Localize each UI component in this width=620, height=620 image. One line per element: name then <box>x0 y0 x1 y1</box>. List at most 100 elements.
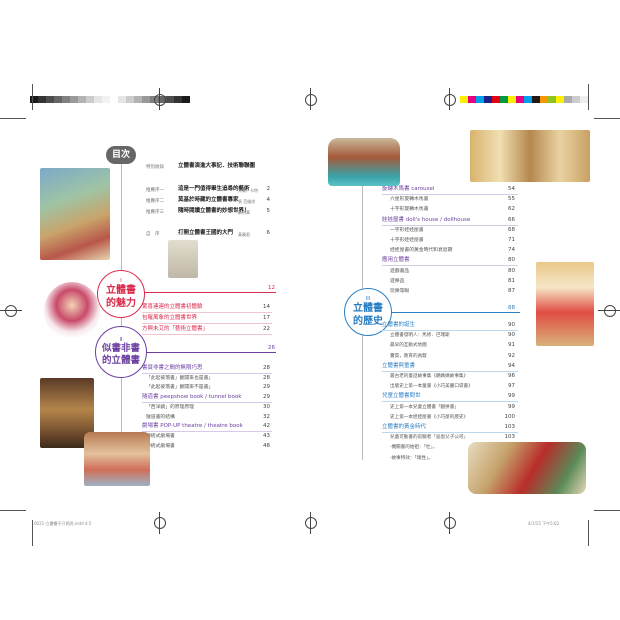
section-2-rule <box>126 352 276 353</box>
toc-entry: ‧故事特效：「塊性」。 <box>390 455 433 461</box>
toc-rule <box>142 334 272 335</box>
crop-mark <box>32 84 33 110</box>
crop-mark <box>594 118 620 119</box>
registration-mark-icon <box>154 94 166 106</box>
essay-kind: 推薦序三 <box>146 210 164 215</box>
toc-page: 22 <box>263 326 270 332</box>
toc-page: 96 <box>508 373 515 379</box>
toc-page: 42 <box>263 423 270 430</box>
toc-rule <box>142 373 272 374</box>
crosshair-icon <box>0 310 22 311</box>
crop-mark <box>594 510 620 511</box>
toc-rule <box>382 194 518 195</box>
toc-entry: 劇場書 POP-UP theatre / theatre book <box>142 423 243 430</box>
crosshair-icon <box>449 88 450 110</box>
toc-page: 100 <box>504 413 516 420</box>
toc-entry: 立體書與童書 <box>382 362 416 369</box>
toc-page: 94 <box>508 362 515 369</box>
crop-mark <box>0 118 26 119</box>
toc-page: 54 <box>508 186 515 192</box>
toc-entry: 「西洋鏡」的原理原理 <box>146 404 194 410</box>
toc-page: 87 <box>508 288 515 294</box>
toc-page: 28 <box>263 374 270 381</box>
section-1-num: I <box>120 278 122 284</box>
section-3-page: 88 <box>508 305 515 311</box>
toc-entry: 包羅萬象的立體書世界 <box>142 315 198 321</box>
essay-kind: 推薦序一 <box>146 188 164 193</box>
toc-entry: 傳統式劇場書 <box>146 443 175 449</box>
section-1-circle: I 立體書 的魅力 <box>97 270 145 318</box>
essay-page: 2 <box>266 186 271 192</box>
crosshair-icon <box>159 88 160 110</box>
toc-rule <box>382 432 518 433</box>
toc-entry: 立體書的黃金時代 <box>382 424 427 430</box>
toc-entry: 方興未艾的「藝術立體書」 <box>142 326 209 332</box>
crop-mark <box>0 510 26 511</box>
toc-page: 28 <box>263 365 270 371</box>
toc-page: 32 <box>263 413 270 420</box>
toc-page: 17 <box>263 315 270 321</box>
registration-mark-icon <box>154 517 166 529</box>
toc-page: 103 <box>504 434 516 441</box>
toc-entry: 遊樂品 <box>390 278 405 284</box>
popup-book-illustration-dancer <box>44 282 100 340</box>
section-3-title-line2: 的歷史 <box>353 316 383 327</box>
registration-mark-icon <box>444 517 456 529</box>
toc-entry: 隧道書的結構 <box>146 414 175 420</box>
toc-rule <box>142 312 272 313</box>
preface-author: 黃曉君 <box>238 232 250 237</box>
toc-entry: 玩樂等眼 <box>390 289 410 294</box>
registration-mark-icon <box>5 305 17 317</box>
section-3-title-line1: 立體書 <box>353 303 383 314</box>
essay-author: 張 范維尚 <box>238 199 256 204</box>
preface-title: 打開立體書王國的大門 <box>178 230 234 236</box>
essay-author: 蔡明華 <box>238 210 250 215</box>
toc-entry: 兒童立體書問世 <box>382 393 421 400</box>
toc-page: 90 <box>508 332 515 339</box>
section-3-circle: III 立體書 的歷史 <box>344 288 392 336</box>
section-2-circle: II 似書非書 的立體書 <box>95 326 147 378</box>
toc-page: 29 <box>263 384 270 391</box>
toc-entry: 十字形娃娃屋書 <box>390 238 424 243</box>
special-title: 立體書演進大事記．技術聯聯圖 <box>178 163 256 169</box>
toc-page: 99 <box>508 393 515 400</box>
toc-rule <box>382 330 518 331</box>
toc-entry: 旋轉木馬書 carousel <box>382 186 435 192</box>
toc-page: 68 <box>508 226 515 233</box>
toc-page: 97 <box>508 383 515 390</box>
special-label: 特別收錄 <box>146 165 164 170</box>
crosshair-icon <box>310 512 311 534</box>
section-3-rule <box>380 312 520 313</box>
toc-page: 81 <box>508 277 515 284</box>
popup-book-illustration-red-book <box>468 442 586 494</box>
section-1-title-line2: 的魅力 <box>106 298 136 309</box>
essay-page: 4 <box>266 197 271 203</box>
registration-mark-icon <box>604 305 616 317</box>
toc-page: 92 <box>508 352 515 359</box>
toc-rule <box>142 431 272 433</box>
preface-kind: 自 序 <box>146 232 160 237</box>
toc-page: 91 <box>508 342 515 349</box>
toc-entry: 書頁非書之間的無限巧思 <box>142 365 203 371</box>
toc-entry: 「此起彼落書」翻開來不是書」 <box>146 385 214 391</box>
toc-page: 80 <box>508 267 515 274</box>
section-2-title-line1: 似書非書 <box>101 343 140 354</box>
cmyk-color-bar <box>460 96 588 103</box>
left-page: 目次 特別收錄 立體書演進大事記．技術聯聯圖 推薦序一這是一門值得畢生追尋的藝術… <box>34 146 276 526</box>
popup-book-illustration-room <box>168 240 198 278</box>
toc-entry: 史上第一本娃娃屋書《小巧屋的歷史》 <box>390 414 469 420</box>
crop-mark <box>588 520 589 546</box>
section-1-title-line1: 立體書 <box>106 285 136 296</box>
section-2-title-line2: 的立體書 <box>101 355 140 366</box>
toc-rule <box>382 224 518 226</box>
toc-page: 71 <box>508 237 515 243</box>
toc-rule <box>382 370 518 372</box>
essay-page: 5 <box>266 208 271 214</box>
toc-entry: ‧機關書的始祖：「杜」。 <box>390 445 438 451</box>
toc-entry: 六星形旋轉木馬書 <box>390 197 429 203</box>
essay-kind: 推薦序二 <box>146 199 164 204</box>
registration-mark-icon <box>444 94 456 106</box>
toc-page: 80 <box>508 257 515 264</box>
toc-rule <box>382 265 518 267</box>
toc-entry: 娃娃屋書的黃金時代和衰退期 <box>390 248 453 254</box>
